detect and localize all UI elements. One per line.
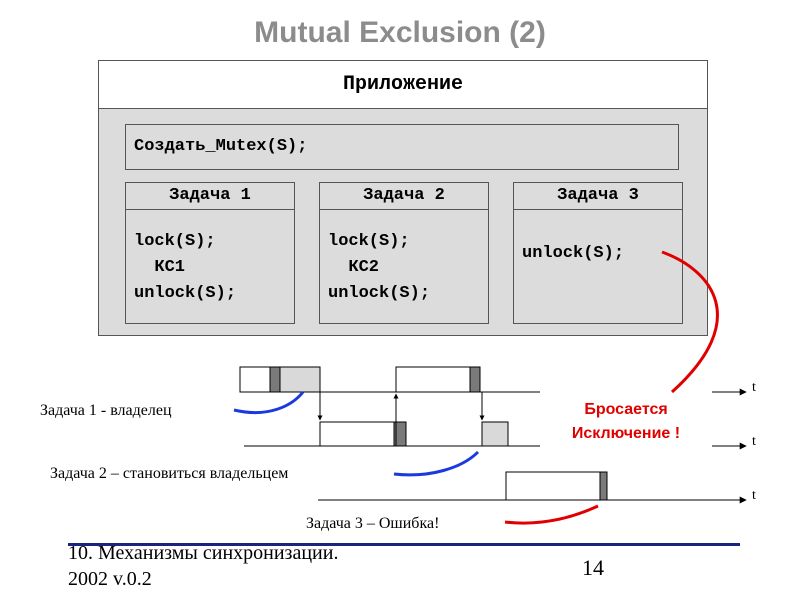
exception-curve	[661, 250, 719, 394]
page-number: 14	[582, 555, 604, 580]
task-1-owner-label: Задача 1 - владелец	[40, 402, 172, 419]
task-2-owner-label: Задача 2 – становиться владельцем	[50, 465, 289, 482]
task-2-box: Задача 2 lock(S); КС2 unlock(S);	[319, 182, 489, 324]
pointer-curve-task3	[504, 504, 599, 525]
task-3-error-label: Задача 3 – Ошибка!	[306, 515, 440, 532]
footer-line-1: 10. Механизмы синхронизации.	[68, 542, 339, 564]
task-2-line-2: КС2	[328, 258, 380, 277]
exception-line-1: Бросается	[584, 401, 668, 418]
task-1-box: Задача 1 lock(S); КС1 unlock(S);	[125, 182, 295, 324]
t1-seg-gray	[279, 366, 321, 393]
exception-label: Бросается Исключение !	[556, 398, 696, 446]
task-1-line-3: unlock(S);	[134, 284, 237, 303]
task-2-title: Задача 2	[320, 183, 488, 210]
footer-line-2: 2002 v.0.2	[68, 568, 152, 590]
t1-seg-white	[239, 366, 271, 393]
application-title: Приложение	[99, 61, 707, 109]
t2-seg-gray	[481, 421, 509, 447]
t3-seg-dark	[599, 471, 608, 501]
footer-text: 10. Механизмы синхронизации. 2002 v.0.2	[68, 540, 338, 592]
t1-seg2-dark	[469, 366, 481, 393]
axis-label-t1: t	[752, 380, 756, 395]
task-1-line-2: КС1	[134, 258, 186, 277]
axis-label-t3: t	[752, 488, 756, 503]
t3-seg-white	[505, 471, 601, 501]
task-1-title: Задача 1	[126, 183, 294, 210]
task-3-box: Задача 3 unlock(S);	[513, 182, 683, 324]
task-1-line-1: lock(S);	[134, 232, 216, 251]
pointer-curve-task1	[233, 391, 305, 415]
task-3-line-1: unlock(S);	[522, 244, 625, 263]
task-2-line-3: unlock(S);	[328, 284, 431, 303]
pointer-curve-task2	[393, 450, 480, 477]
t2-seg-white	[319, 421, 395, 447]
task-2-line-1: lock(S);	[328, 232, 410, 251]
t1-seg-dark	[269, 366, 281, 393]
footer-divider	[68, 543, 740, 546]
create-mutex-box: Создать_Mutex(S);	[125, 124, 679, 170]
t1-seg2-white	[395, 366, 471, 393]
axis-label-t2: t	[752, 434, 756, 449]
application-box: Приложение Создать_Mutex(S); Задача 1 lo…	[98, 60, 708, 336]
t2-seg-dark	[393, 421, 407, 447]
exception-line-2: Исключение !	[571, 425, 681, 442]
task-3-title: Задача 3	[514, 183, 682, 210]
slide-title: Mutual Exclusion (2)	[254, 16, 546, 49]
